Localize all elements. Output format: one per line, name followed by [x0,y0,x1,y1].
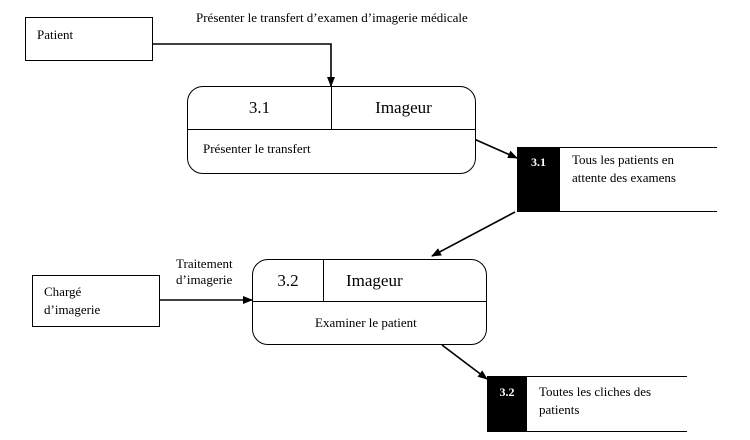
process-3-2-id: 3.2 [253,260,324,301]
store-3-2-label-line1: Toutes les cliches des [539,384,652,399]
process-3-2-description: Examiner le patient [315,315,417,330]
data-store-3-1: 3.1 Tous les patients en attente des exa… [517,147,717,212]
store-3-1-label-line1: Tous les patients en [572,152,674,167]
entity-charge-label-line1: Chargé [44,284,82,299]
data-store-3-2: 3.2 Toutes les cliches des patients [487,376,687,432]
process-3-2-actor: Imageur [346,270,403,290]
store-3-2-id: 3.2 [487,376,527,432]
process-3-1: 3.1 Imageur Présenter le transfert [187,86,476,174]
entity-charge-label-line2: d’imagerie [44,302,101,317]
flow-process-3-1-to-store-3-1 [473,138,518,159]
process-3-2: 3.2 Imageur Examiner le patient [252,259,487,345]
process-3-1-actor: Imageur [375,98,432,117]
store-3-1-label: Tous les patients en attente des examens [572,151,712,187]
flow-label-imaging-line1: Traitement [176,256,233,271]
store-3-1-label-line2: attente des examens [572,170,676,185]
diagram-title: Présenter le transfert d’examen d’imager… [196,10,468,25]
process-3-1-header: 3.1 Imageur [188,87,475,130]
flow-process-3-2-to-store-3-2 [441,344,488,380]
store-3-2-label-line2: patients [539,402,580,417]
store-3-2-bottom-line [487,431,687,432]
process-3-2-header: 3.2 Imageur [253,260,486,302]
flow-label-imaging-line2: d’imagerie [176,272,233,287]
process-3-1-description: Présenter le transfert [203,141,311,156]
entity-patient-label: Patient [37,27,74,42]
flow-label-imaging: Traitement d’imagerie [176,256,233,288]
flow-patient-to-process-3-1 [153,43,335,87]
entity-charge-imagerie: Chargé d’imagerie [32,275,160,327]
process-3-1-id: 3.1 [188,87,332,129]
store-3-1-id: 3.1 [517,147,560,212]
store-3-1-top-line [517,147,717,148]
flow-store-3-1-to-process-3-2 [431,211,516,257]
entity-patient: Patient [25,17,153,61]
store-3-1-bottom-line [517,211,717,212]
store-3-2-top-line [487,376,687,377]
store-3-2-label: Toutes les cliches des patients [539,383,679,419]
